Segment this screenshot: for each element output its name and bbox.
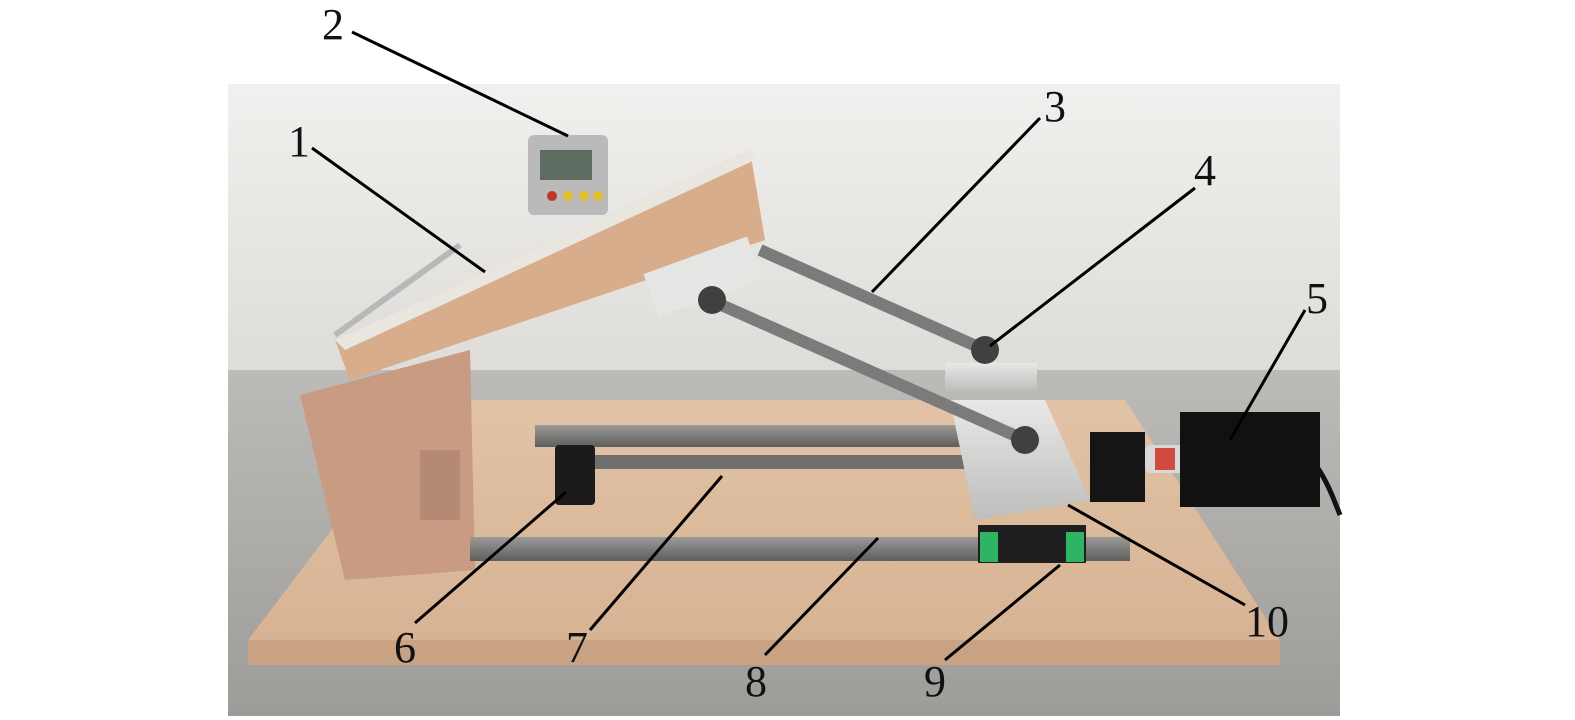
motor-cable <box>1288 437 1343 516</box>
ball-screw <box>585 455 975 469</box>
rear-guide-rail <box>535 425 960 447</box>
leader-line-10 <box>1067 503 1246 607</box>
lower-connecting-rod <box>707 294 1028 446</box>
callout-8: 8 <box>745 657 767 706</box>
callout-2: 2 <box>322 0 344 49</box>
inclined-platform <box>335 150 765 380</box>
base-board-edge <box>248 640 1280 665</box>
callout-10: 10 <box>1245 597 1289 646</box>
leader-line-4 <box>989 186 1196 348</box>
inclinometer-screen <box>540 150 592 180</box>
platform-rail <box>333 242 462 338</box>
upper-connecting-rod <box>757 244 988 356</box>
callout-7: 7 <box>566 623 588 672</box>
leader-line-8 <box>763 536 880 657</box>
leader-line-2 <box>351 30 569 138</box>
platform-top <box>335 150 755 350</box>
callout-5: 5 <box>1306 274 1328 323</box>
universal-joint-lower-plate <box>1011 426 1039 454</box>
moving-platform <box>950 400 1090 520</box>
universal-joint-platform <box>698 286 726 314</box>
leader-line-6 <box>414 490 567 625</box>
coupling-red <box>1155 448 1175 470</box>
upper-plate <box>945 363 1037 391</box>
callout-6: 6 <box>394 623 416 672</box>
universal-joint-upper-plate <box>971 336 999 364</box>
servo-motor <box>1180 412 1320 507</box>
callout-1: 1 <box>288 117 310 166</box>
inclinometer-button-yellow-1 <box>563 191 573 201</box>
slider-green-left <box>980 532 998 562</box>
support-cutout <box>420 450 460 520</box>
leader-line-3 <box>870 116 1042 294</box>
inclinometer-button-red <box>547 191 557 201</box>
leader-line-1 <box>311 146 486 274</box>
slider-green-right <box>1066 532 1084 562</box>
leader-line-9 <box>944 563 1061 662</box>
inclinometer-button-yellow-2 <box>579 191 589 201</box>
callout-4: 4 <box>1194 146 1216 195</box>
motor-mount <box>1090 432 1145 502</box>
callout-3: 3 <box>1044 82 1066 131</box>
callout-labels: 1 2 3 4 5 6 7 8 9 10 <box>288 0 1328 706</box>
leader-line-7 <box>588 475 724 631</box>
leader-lines <box>311 30 1307 662</box>
platform-bracket <box>643 236 763 317</box>
leader-line-5 <box>1228 309 1307 441</box>
inclinometer-button-yellow-3 <box>593 191 603 201</box>
support-block <box>300 350 475 580</box>
photo <box>228 84 1343 716</box>
callout-9: 9 <box>924 657 946 706</box>
bearing-support <box>555 445 595 505</box>
